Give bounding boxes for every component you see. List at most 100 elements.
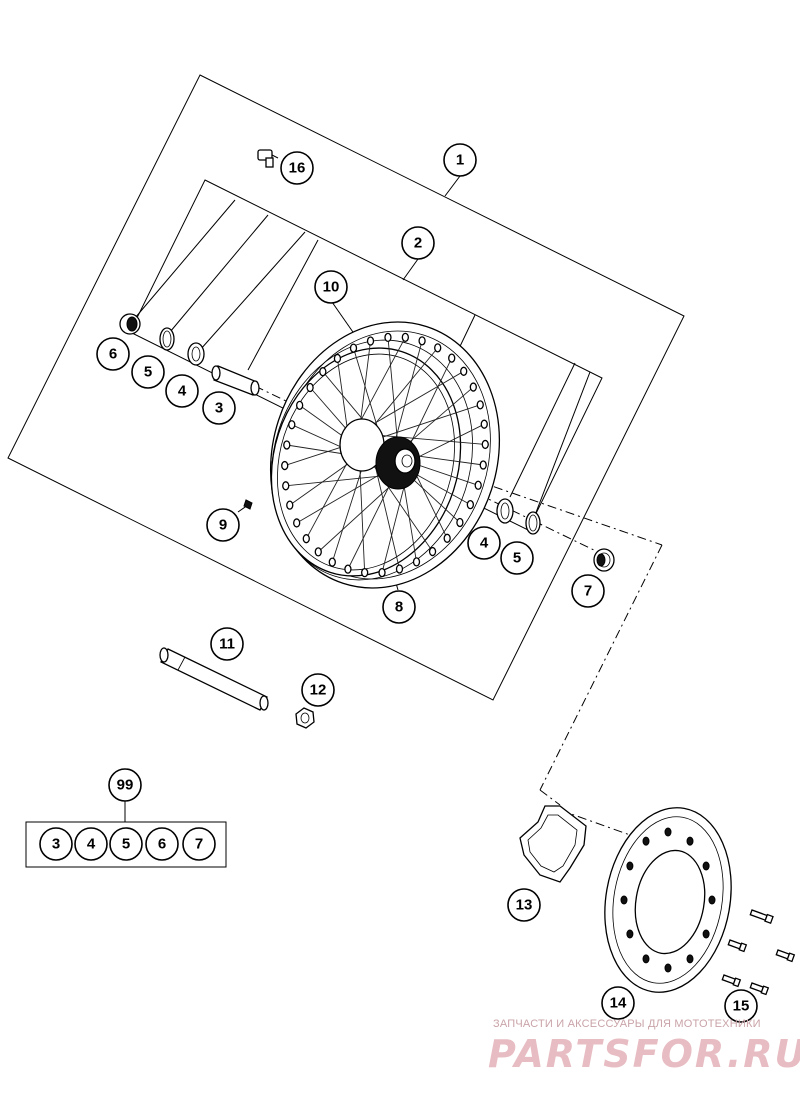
seal-part-5-right (525, 511, 541, 535)
callout-15[interactable]: 15 (724, 989, 758, 1023)
callout-99[interactable]: 99 (108, 768, 142, 802)
kit-item-5[interactable]: 5 (109, 827, 143, 861)
kit-99-box (25, 821, 227, 868)
wheel-spoke (410, 454, 484, 466)
spoke-nipple (476, 400, 484, 410)
wheel-spoke (364, 370, 464, 430)
bearing-part-4-left (187, 342, 205, 366)
spoke-nipple (319, 367, 327, 377)
disc-rivet (686, 954, 694, 964)
spoke-nipple (434, 343, 442, 353)
wheel-spoke (387, 337, 399, 448)
kit-item-5-label: 5 (122, 836, 130, 853)
callout-12-label: 12 (310, 682, 327, 699)
spoke-nipple (286, 500, 294, 510)
spoke-nipple (401, 332, 409, 342)
wheel-spoke (285, 474, 390, 487)
spoke-nipple (443, 533, 451, 543)
callout-9[interactable]: 9 (206, 508, 240, 542)
valve-part-16 (257, 149, 274, 168)
kit-item-4-label: 4 (87, 836, 96, 853)
callout-13[interactable]: 13 (507, 888, 541, 922)
kit-item-6[interactable]: 6 (145, 827, 179, 861)
spoke-nipple (378, 567, 386, 578)
wheel-spoke (368, 347, 439, 432)
wheel-spoke (347, 477, 394, 570)
callout-9-label: 9 (219, 517, 227, 534)
callout-5-right[interactable]: 5 (500, 541, 534, 575)
spoke-nipple (302, 534, 310, 544)
spoke-nipple (469, 382, 477, 392)
disc-rivet (642, 954, 650, 964)
disc-rivet (664, 963, 672, 973)
spoke-nipple (282, 481, 290, 491)
wheel-spoke (372, 455, 400, 570)
callout-3[interactable]: 3 (202, 391, 236, 425)
sensor-ring-part-13 (519, 805, 587, 883)
callout-1-label: 1 (456, 152, 464, 169)
callout-5-left[interactable]: 5 (131, 355, 165, 389)
wheel-spoke (411, 465, 448, 539)
wheel-spoke (406, 357, 453, 451)
callout-16-label: 16 (289, 160, 306, 177)
wheel-spoke (381, 475, 408, 573)
callout-4-left[interactable]: 4 (165, 374, 199, 408)
kit-item-3-label: 3 (52, 836, 60, 853)
spoke-nipple (366, 336, 375, 346)
callout-15-label: 15 (733, 998, 750, 1015)
bearing-part-4-right (496, 498, 514, 524)
callout-2[interactable]: 2 (401, 226, 435, 260)
spoke-nipple (281, 460, 289, 471)
disc-rivet (702, 861, 710, 871)
brake-disc-part-14 (604, 807, 732, 993)
disc-bolts-part-15 (721, 909, 796, 996)
kit-item-7[interactable]: 7 (182, 827, 216, 861)
spoke-nipple (456, 517, 464, 528)
kit-item-7-label: 7 (195, 836, 203, 853)
wheel-spoke (411, 423, 485, 461)
callout-14[interactable]: 14 (601, 986, 635, 1020)
callout-4-left-label: 4 (178, 383, 187, 400)
wheel-spoke (284, 444, 349, 467)
spoke-nipple (384, 332, 392, 343)
callout-3-label: 3 (215, 400, 223, 417)
spoke-nipple (466, 499, 474, 510)
callout-4-right[interactable]: 4 (467, 526, 501, 560)
spacer-part-7 (593, 548, 615, 572)
callout-10[interactable]: 10 (314, 270, 348, 304)
wheel-spoke (409, 470, 471, 506)
disc-rivet (708, 895, 716, 905)
axle-part-11 (159, 647, 269, 711)
callout-12[interactable]: 12 (301, 673, 335, 707)
axle-nut-part-12 (295, 707, 315, 729)
callout-11[interactable]: 11 (210, 627, 244, 661)
spoke-nipple (395, 564, 404, 574)
spoke-nipple (344, 564, 352, 574)
callout-8-label: 8 (395, 599, 403, 616)
callout-6[interactable]: 6 (96, 337, 130, 371)
wheel-spoke (359, 340, 371, 430)
seal-part-5-left (159, 327, 175, 351)
wheel-spoke (402, 477, 417, 562)
callout-7[interactable]: 7 (571, 574, 605, 608)
wheel-spoke (296, 470, 387, 524)
disc-rivet (686, 836, 694, 846)
kit-item-3[interactable]: 3 (39, 827, 73, 861)
callout-10-label: 10 (323, 279, 340, 296)
spoke-nipple (333, 353, 342, 364)
wheel-spoke (392, 340, 423, 449)
disc-rivet (642, 836, 650, 846)
wheel-spoke (309, 387, 352, 435)
assembly-frame-1 (7, 74, 685, 701)
kit-item-6-label: 6 (158, 836, 166, 853)
spoke-nipple (481, 439, 489, 450)
kit-item-4[interactable]: 4 (74, 827, 108, 861)
spoke-nipple (479, 460, 487, 470)
disc-rivet (620, 895, 628, 905)
callout-1[interactable]: 1 (443, 143, 477, 177)
callout-8[interactable]: 8 (382, 590, 416, 624)
callout-16[interactable]: 16 (280, 151, 314, 185)
wheel-spoke (305, 455, 352, 539)
spacer-tube-part-3 (211, 365, 260, 396)
callout-6-label: 6 (109, 346, 117, 363)
